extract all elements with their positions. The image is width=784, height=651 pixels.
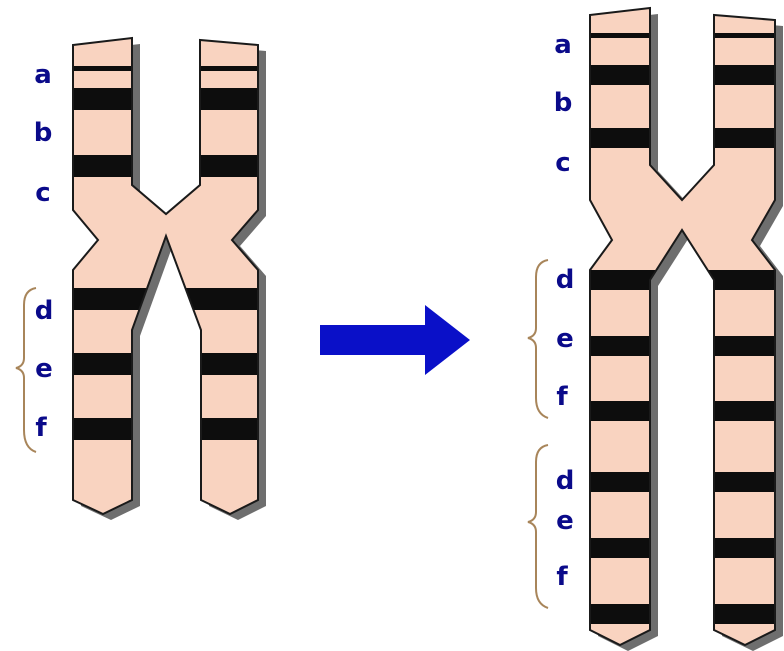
- band: [580, 336, 784, 356]
- normal-label-a: a: [23, 60, 63, 90]
- duplicated-label-e-copy: e: [545, 506, 585, 536]
- band: [580, 401, 784, 421]
- band: [580, 472, 784, 492]
- band: [580, 33, 784, 38]
- duplicated-label-f-copy: f: [542, 562, 582, 592]
- normal-label-d: d: [24, 296, 64, 326]
- duplicated-label-d-copy: d: [545, 466, 585, 496]
- band: [580, 128, 784, 148]
- duplicated-label-b: b: [543, 88, 583, 118]
- band: [60, 66, 270, 71]
- band: [580, 270, 784, 290]
- duplicated-label-e: e: [545, 324, 585, 354]
- band: [60, 353, 270, 375]
- duplicated-label-c: c: [543, 148, 583, 178]
- duplicated-label-a: a: [543, 30, 583, 60]
- duplicated-chromosome: [580, 8, 784, 651]
- normal-label-b: b: [23, 118, 63, 148]
- band: [580, 604, 784, 624]
- normal-label-e: e: [24, 354, 64, 384]
- normal-label-f: f: [21, 413, 61, 443]
- band: [60, 418, 270, 440]
- normal-label-c: c: [23, 178, 63, 208]
- band: [580, 65, 784, 85]
- duplicated-label-f: f: [542, 382, 582, 412]
- band: [60, 155, 270, 177]
- right-arrow-icon: [320, 305, 470, 375]
- duplicated-label-d: d: [545, 265, 585, 295]
- band: [580, 538, 784, 558]
- band: [60, 288, 270, 310]
- normal-chromosome: [60, 38, 270, 520]
- band: [60, 88, 270, 110]
